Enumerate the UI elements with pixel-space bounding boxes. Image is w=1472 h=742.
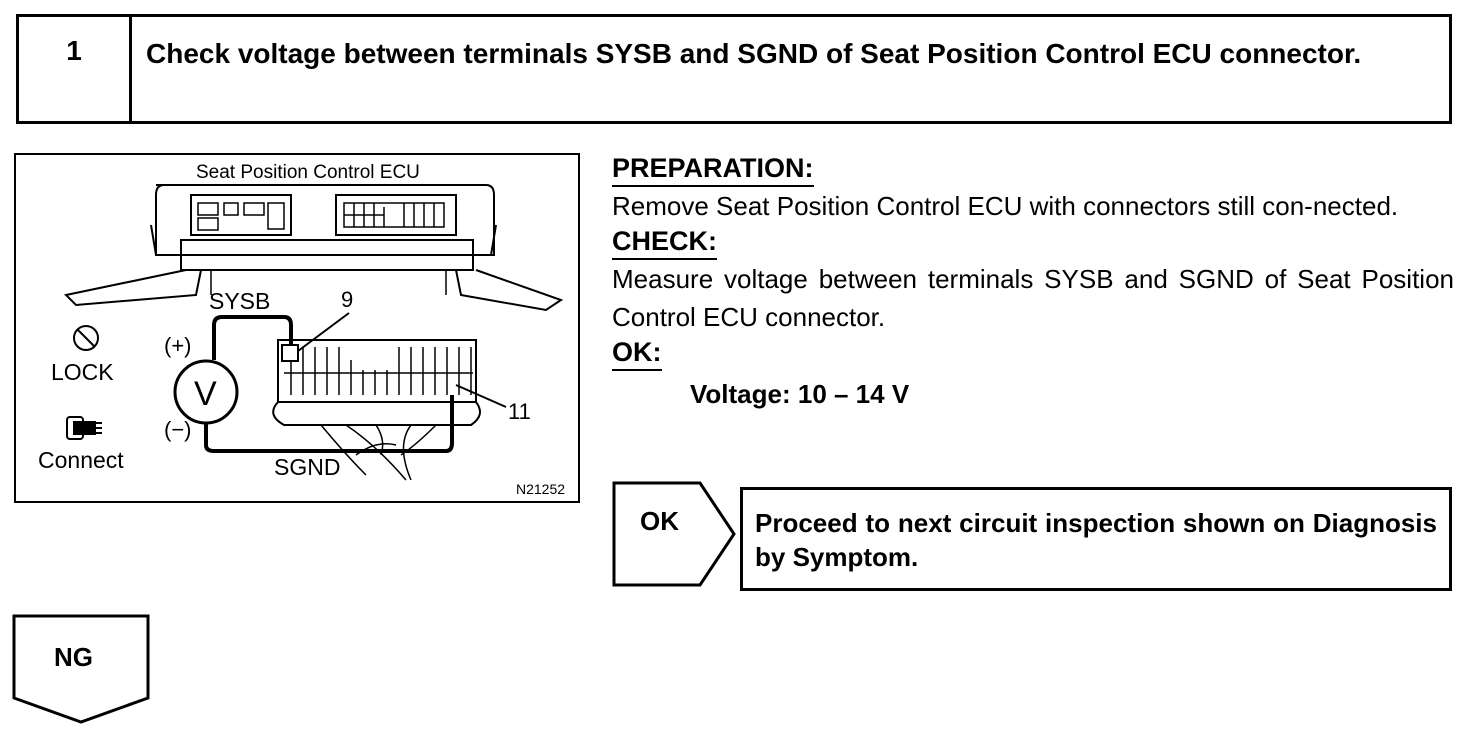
voltage-spec: Voltage: 10 – 14 V xyxy=(690,379,910,409)
preparation-text: Remove Seat Position Control ECU with co… xyxy=(612,191,1399,221)
ng-result-label: NG xyxy=(54,642,93,672)
step-title: Check voltage between terminals SYSB and… xyxy=(146,38,1362,69)
ecu-diagram: Seat Position Control ECU SYSB 9 V (+) (… xyxy=(14,153,580,503)
lock-icon xyxy=(73,325,99,351)
ecu-body xyxy=(155,184,495,256)
ecu-bracket xyxy=(180,239,474,271)
ecu-socket-right xyxy=(335,194,457,236)
sgnd-label: SGND xyxy=(274,454,340,480)
step-header: 1 Check voltage between terminals SYSB a… xyxy=(16,14,1452,124)
figure-id: N21252 xyxy=(516,481,565,497)
ng-arrow-shape xyxy=(12,614,150,724)
preparation-heading: PREPARATION: xyxy=(612,152,814,187)
ok-arrow-shape xyxy=(612,481,736,587)
pin-9-label: 9 xyxy=(341,287,353,312)
step-number: 1 xyxy=(19,17,132,121)
minus-label: (−) xyxy=(164,417,192,442)
check-heading: CHECK: xyxy=(612,225,717,260)
check-text: Measure voltage between terminals SYSB a… xyxy=(612,264,1454,332)
ok-action-box: Proceed to next circuit inspection shown… xyxy=(740,487,1452,591)
ecu-socket-left xyxy=(190,194,292,236)
ok-result-label: OK xyxy=(640,506,679,536)
lock-label: LOCK xyxy=(51,359,114,385)
plus-label: (+) xyxy=(164,333,192,358)
ecu-label: Seat Position Control ECU xyxy=(196,162,420,183)
voltmeter-label: V xyxy=(194,375,217,413)
instructions: PREPARATION: Remove Seat Position Contro… xyxy=(612,152,1454,410)
sysb-label: SYSB xyxy=(209,288,270,314)
connector-plug-icon xyxy=(66,416,102,440)
ecu-illustration: Seat Position Control ECU SYSB 9 V (+) (… xyxy=(38,162,565,497)
pin-11-label: 11 xyxy=(508,399,531,424)
ok-heading: OK: xyxy=(612,336,662,371)
connect-label: Connect xyxy=(38,447,124,473)
